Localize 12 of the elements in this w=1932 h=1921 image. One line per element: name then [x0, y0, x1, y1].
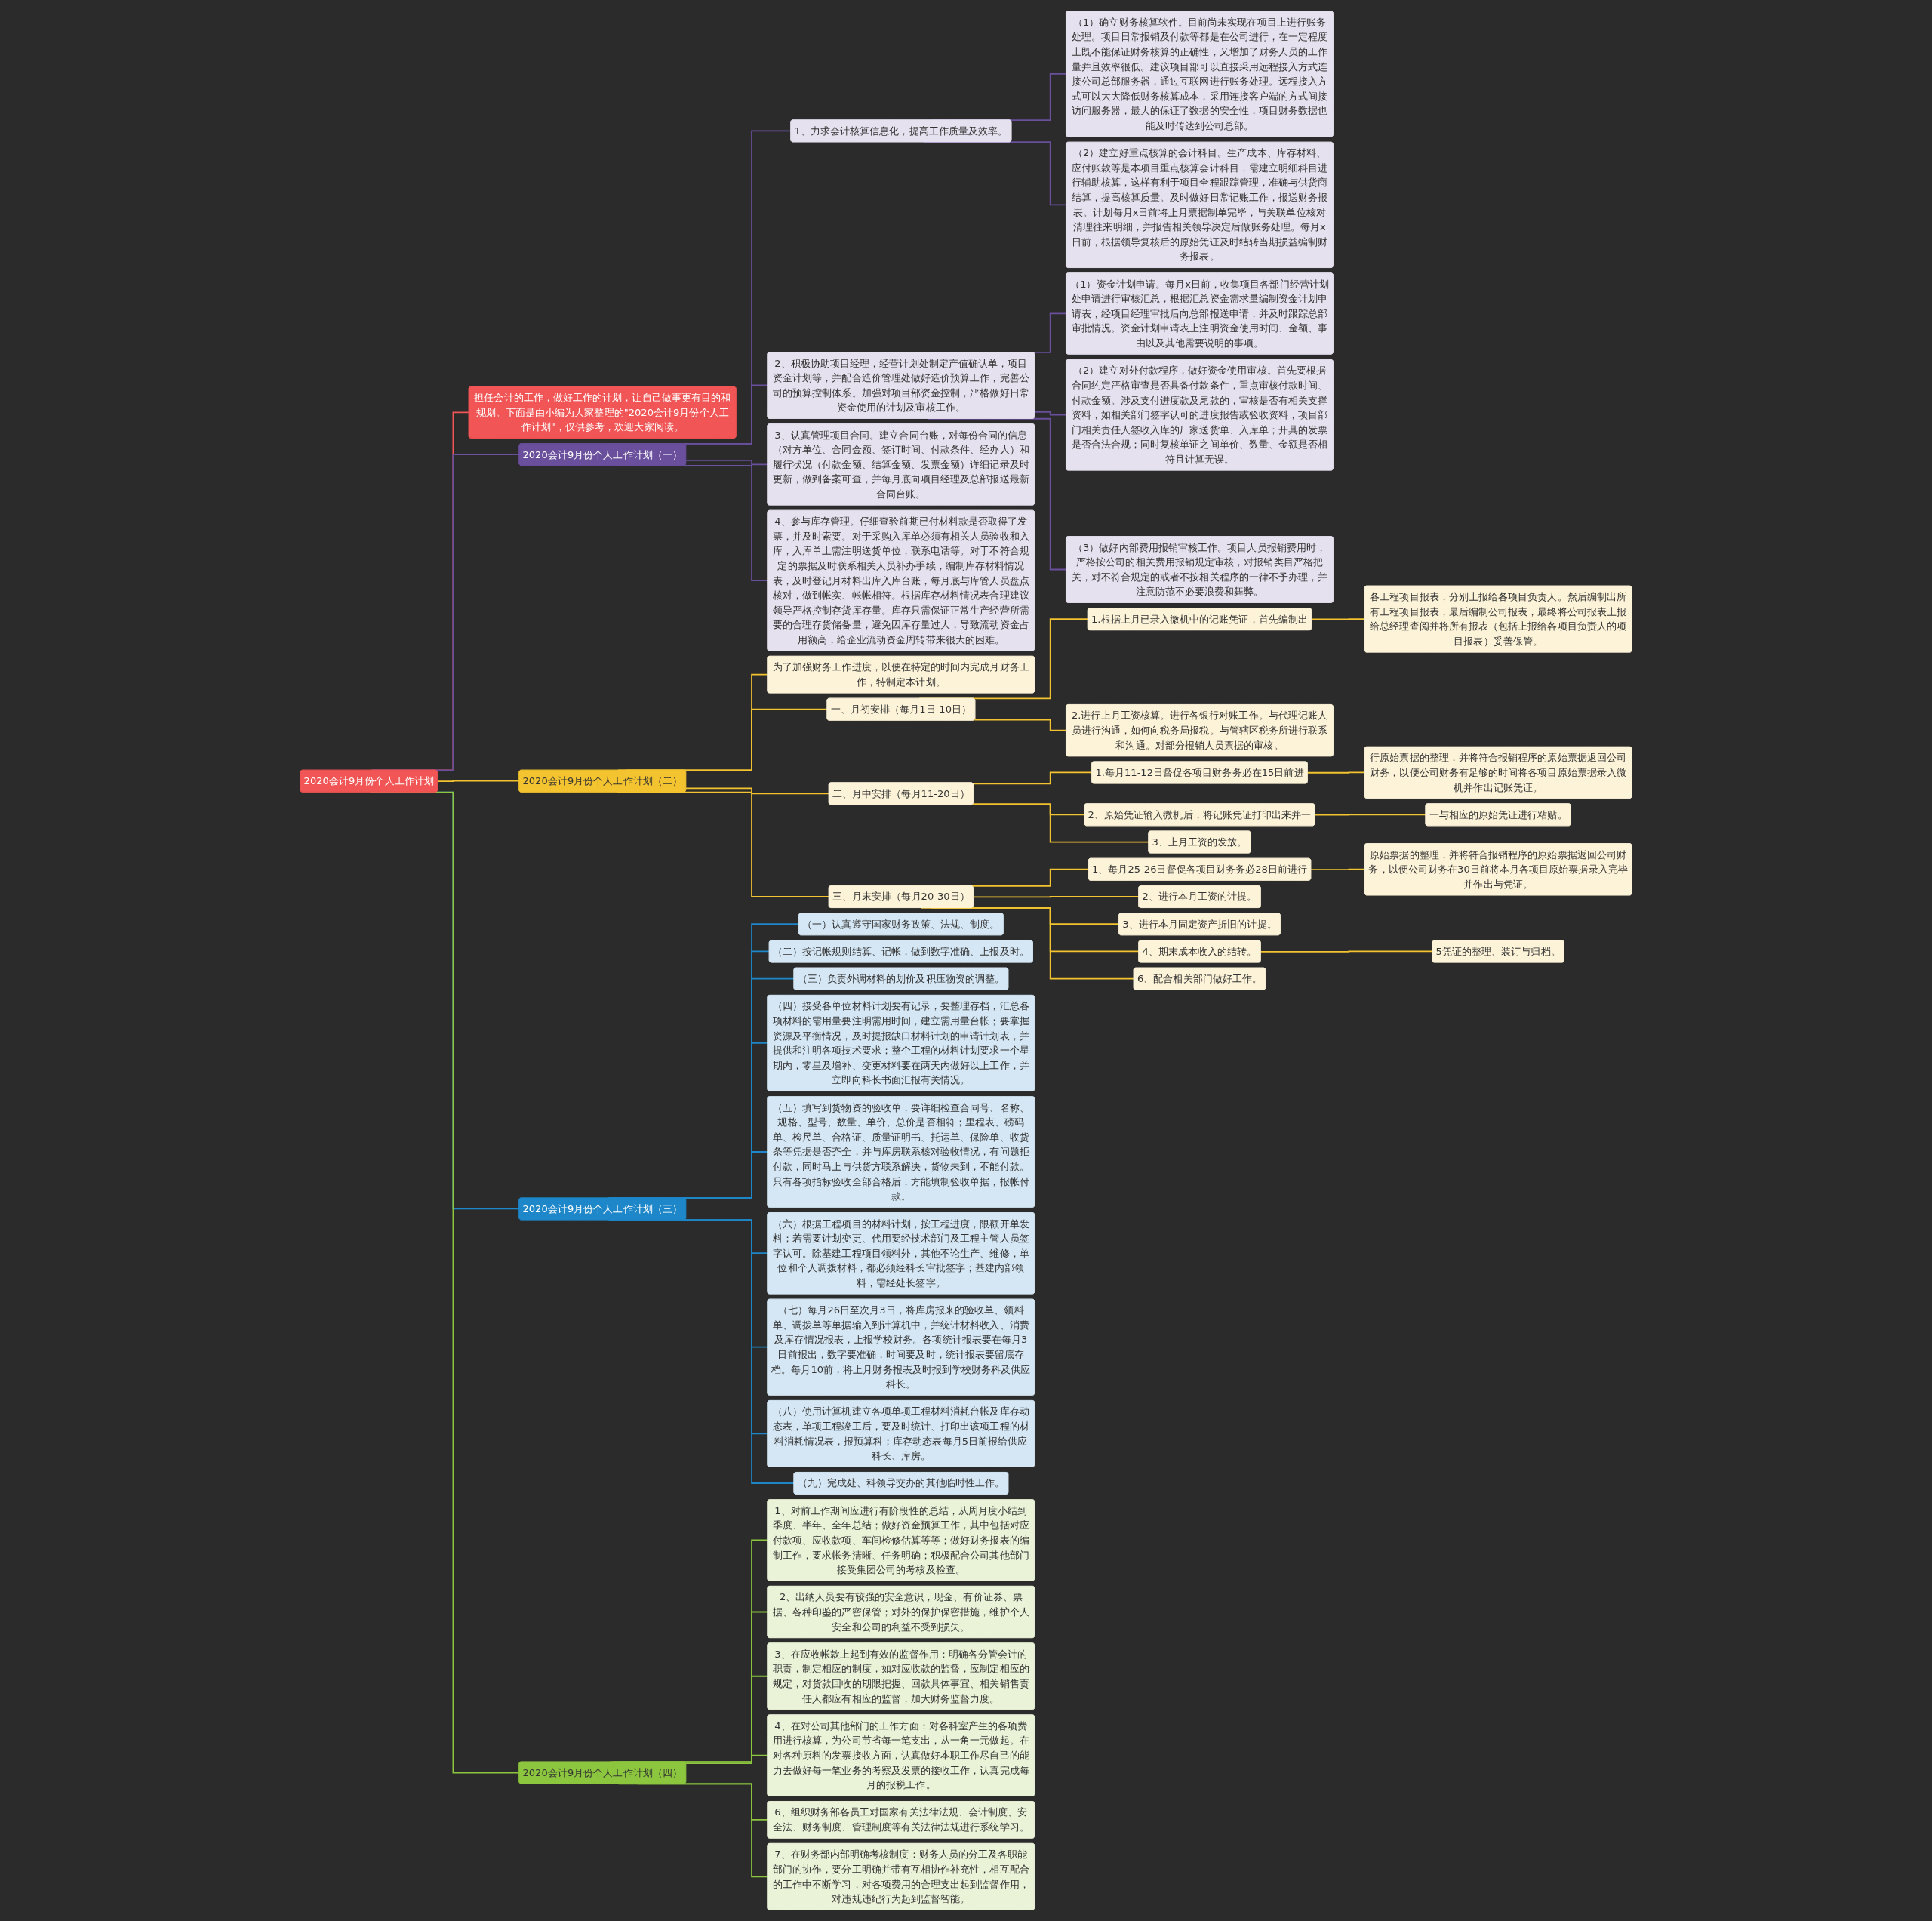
connector: [685, 1754, 768, 1764]
connector: [1311, 618, 1366, 620]
connector: [972, 771, 1093, 785]
connector: [1034, 411, 1067, 416]
connector: [1310, 868, 1366, 870]
connector: [685, 459, 768, 466]
connector: [972, 896, 1140, 898]
connector: [1260, 950, 1433, 953]
connector: [1306, 771, 1366, 774]
connector: [437, 780, 520, 782]
connector: [685, 787, 830, 795]
connector: [974, 719, 1067, 731]
